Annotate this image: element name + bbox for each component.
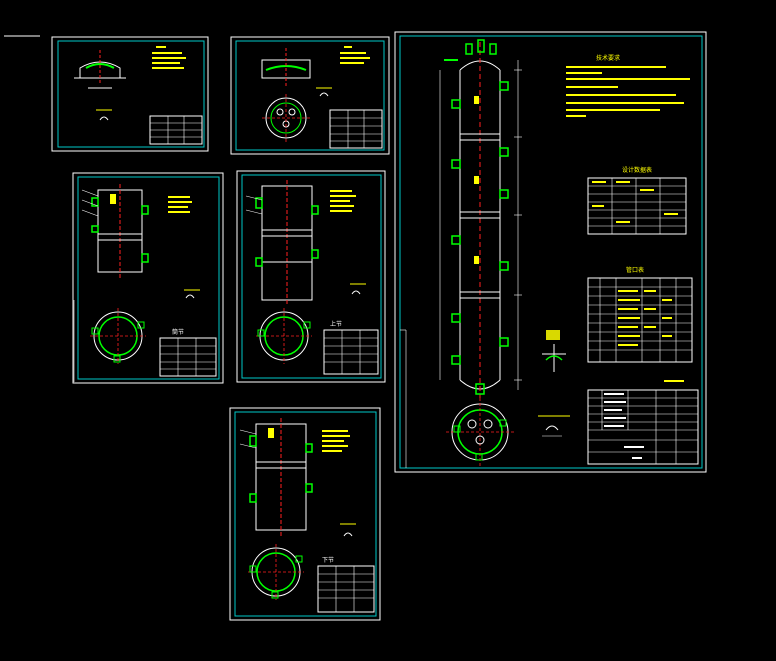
nozzle-cover-sheet[interactable] xyxy=(230,36,390,155)
tech-requirements-lines xyxy=(566,66,690,117)
tech-notes xyxy=(340,46,370,64)
leader-line xyxy=(81,199,99,207)
sheet-border xyxy=(51,36,209,152)
head-weld xyxy=(85,63,115,69)
tech-notes xyxy=(168,196,192,213)
leader-line xyxy=(81,209,99,217)
detail-symbol xyxy=(185,294,195,299)
sheet-border xyxy=(229,407,381,621)
cover-plan-outer xyxy=(265,97,307,139)
sheet-border xyxy=(236,170,386,383)
column-top-nozzles xyxy=(444,39,497,61)
shell-tag xyxy=(268,428,274,438)
tech-notes xyxy=(322,430,350,452)
leader-line xyxy=(239,443,257,449)
tech-notes xyxy=(152,46,186,69)
detail-symbol xyxy=(343,532,353,537)
column-elevation xyxy=(459,42,501,398)
title-block xyxy=(323,329,379,375)
plan-nozzle xyxy=(303,321,311,329)
detail-symbol xyxy=(319,92,329,97)
plan-nozzle xyxy=(257,329,265,337)
plan-nozzle xyxy=(295,555,303,563)
title-block xyxy=(149,115,203,145)
shell-nozzles xyxy=(91,197,149,263)
column-dimension-lines xyxy=(439,60,522,390)
design-data-table xyxy=(587,177,687,235)
detail-symbol xyxy=(351,290,361,295)
head-outline xyxy=(79,61,121,79)
shell-section-3-sheet[interactable]: 下节 xyxy=(229,407,381,621)
weight-note xyxy=(664,380,684,382)
sheet-frame xyxy=(399,35,703,469)
sheet-border xyxy=(230,36,390,155)
view-label: 下节 xyxy=(322,556,334,564)
detail-symbol xyxy=(99,116,109,121)
cover-plan-inner xyxy=(270,102,302,134)
view-label: 上节 xyxy=(330,320,342,328)
title-block xyxy=(159,337,217,377)
column-plan-view xyxy=(446,398,514,466)
plan-nozzle xyxy=(91,327,99,335)
sheet-border xyxy=(394,31,707,473)
shell-nozzles xyxy=(255,197,319,267)
sheet-frame xyxy=(234,411,377,617)
sheet-border xyxy=(72,172,224,384)
title-block xyxy=(317,565,375,613)
plan-nozzle xyxy=(137,321,145,329)
assembly-sheet[interactable]: 技术要求 设计数据表 xyxy=(394,31,707,473)
nozzle-hole xyxy=(288,108,296,116)
sheet-frame xyxy=(57,40,205,148)
leader-line xyxy=(245,195,263,201)
sheet-frame xyxy=(77,176,220,380)
detail-callout xyxy=(538,330,570,437)
shell-section-1-sheet[interactable]: 筒节 xyxy=(72,172,224,384)
tech-requirements-heading: 技术要求 xyxy=(596,54,620,62)
top-head-sheet[interactable] xyxy=(51,36,209,152)
nozzle-table-heading: 管口表 xyxy=(626,266,644,274)
sheet-frame xyxy=(235,40,385,151)
tech-notes xyxy=(330,190,356,212)
nozzle-hole xyxy=(276,108,284,116)
nozzle-table xyxy=(587,277,693,363)
plan-nozzle xyxy=(113,355,121,363)
design-data-heading: 设计数据表 xyxy=(622,166,652,174)
shell-section-2-sheet[interactable]: 上节 xyxy=(236,170,386,383)
plan-nozzle xyxy=(249,565,257,573)
leader-line xyxy=(245,209,263,215)
plan-nozzle xyxy=(271,591,279,599)
assembly-title-block xyxy=(587,389,699,465)
shell-nozzles xyxy=(249,435,313,503)
sheet-frame xyxy=(241,174,382,379)
leader-line xyxy=(81,189,99,197)
view-label: 筒节 xyxy=(172,328,184,336)
shell-tag xyxy=(110,194,116,204)
column-side-nozzles xyxy=(451,81,509,395)
leader-line xyxy=(239,429,257,435)
title-block xyxy=(329,109,383,149)
